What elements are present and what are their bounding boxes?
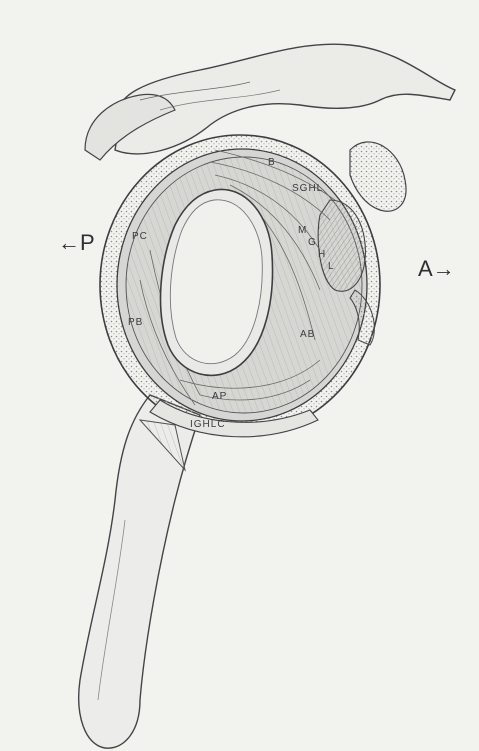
ighlc-label: IGHLC <box>190 420 226 430</box>
mghl-m-label: M <box>298 226 307 236</box>
pb-label: PB <box>128 318 143 328</box>
mghl-l-label: L <box>328 262 335 272</box>
scapula-lateral-border <box>79 395 200 748</box>
mghl-g-label: G <box>308 238 317 248</box>
ap-label: AP <box>212 392 227 402</box>
sghl-label: SGHL <box>292 184 323 194</box>
ab-label: AB <box>300 330 315 340</box>
pc-label: PC <box>132 232 148 242</box>
anterior-direction-label: A→ <box>418 258 455 280</box>
mghl-h-label: H <box>318 250 326 260</box>
coracoid <box>350 142 406 211</box>
posterior-direction-label: ←P <box>58 232 95 254</box>
biceps-label: B <box>268 158 276 168</box>
